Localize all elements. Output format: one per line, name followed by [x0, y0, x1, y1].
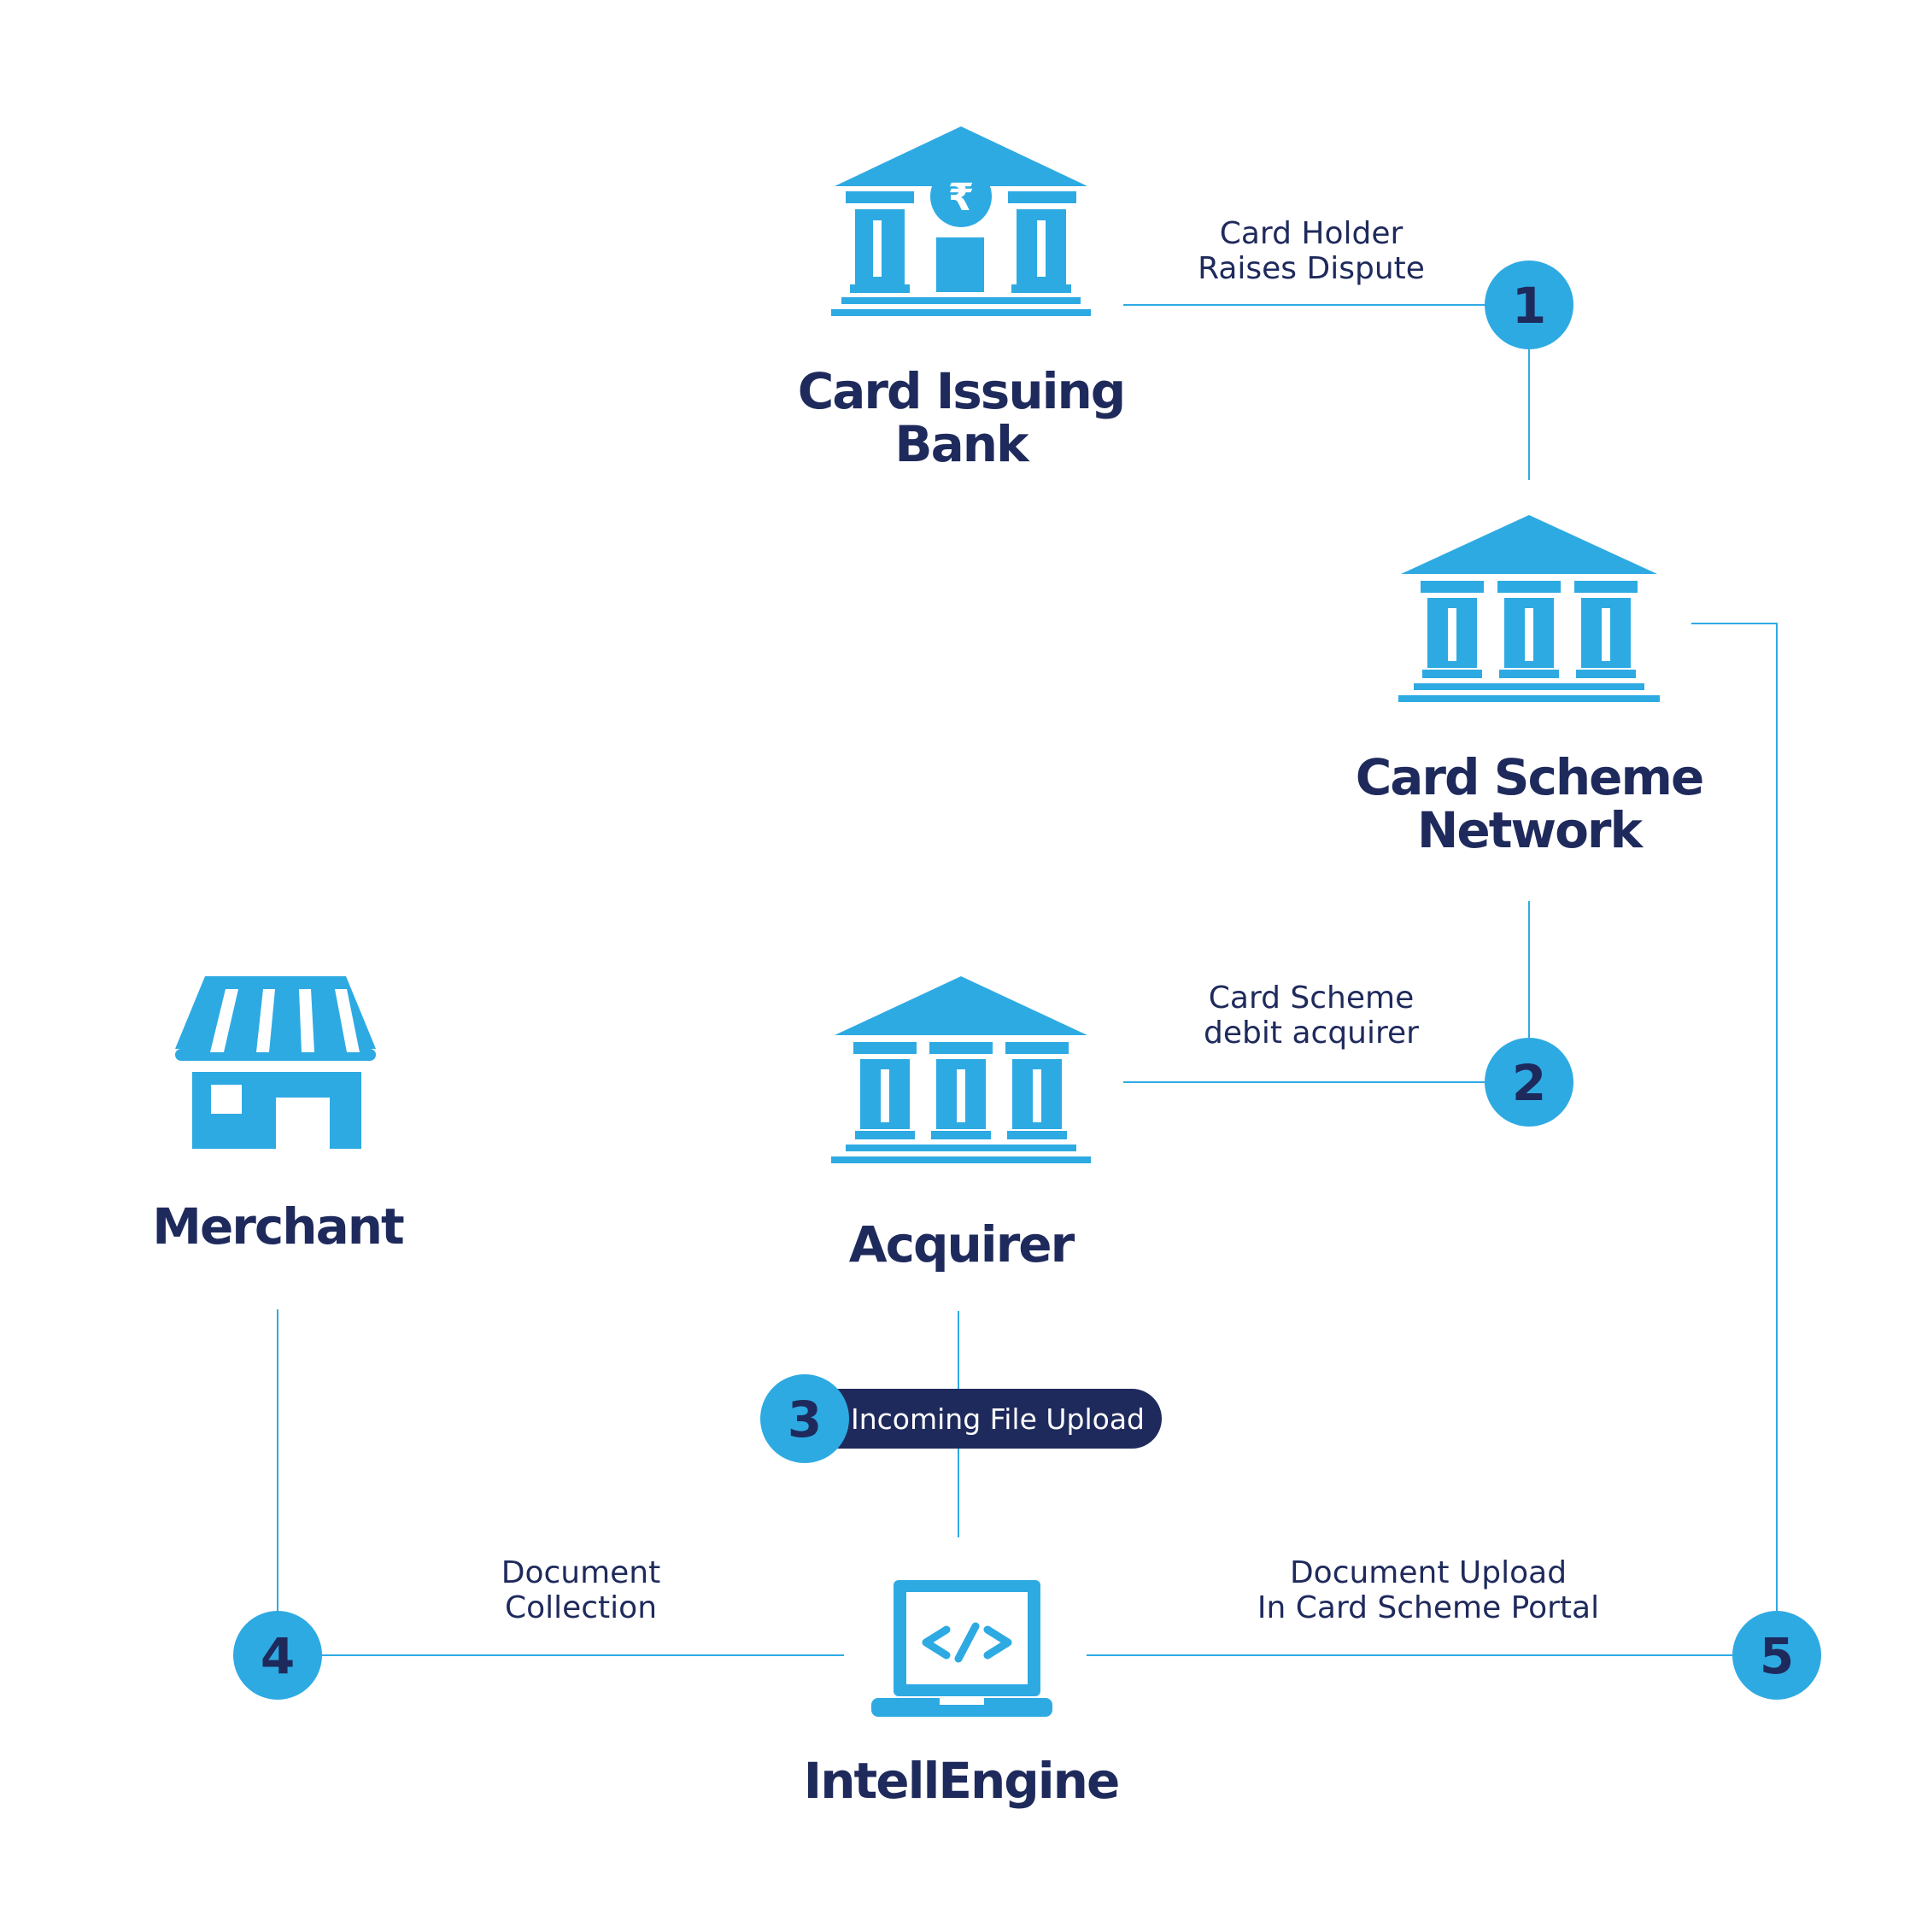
- svg-text:₹: ₹: [948, 176, 975, 220]
- step-5: Document Upload In Card Scheme Portal 5: [1257, 1555, 1821, 1700]
- step-1-label-line1: Card Holder: [1220, 216, 1403, 251]
- step-1-label-line2: Raises Dispute: [1198, 251, 1425, 286]
- step-2-label-line2: debit acquirer: [1204, 1016, 1419, 1051]
- step-3-badge: [760, 1374, 849, 1463]
- step-5-number: 5: [1760, 1627, 1794, 1685]
- bank-rupee-icon: ₹: [831, 126, 1091, 316]
- acquirer-title: Acquirer: [849, 1215, 1075, 1273]
- connectors: [277, 304, 1778, 1656]
- step-1: Card Holder Raises Dispute 1: [1198, 216, 1573, 349]
- bank-icon: [1398, 515, 1660, 702]
- step-1-badge: [1485, 261, 1573, 349]
- card-issuing-bank-node: ₹ Card Issuing Bank: [798, 126, 1126, 473]
- step-2-number: 2: [1512, 1054, 1546, 1112]
- bank-icon: [831, 976, 1091, 1163]
- card-scheme-network-node: Card Scheme Network: [1356, 515, 1704, 859]
- laptop-code-icon: [871, 1580, 1052, 1717]
- step-4-badge: [233, 1611, 322, 1700]
- step-4: Document Collection 4: [233, 1555, 660, 1700]
- step-2-badge: [1485, 1038, 1573, 1127]
- step-3-pill: [803, 1389, 1162, 1449]
- step-3: Incoming File Upload 3: [760, 1374, 1162, 1463]
- step-4-label-line1: Document: [501, 1555, 661, 1590]
- step-3-number: 3: [788, 1390, 822, 1449]
- connector-scheme-to-step5: [1691, 623, 1778, 1613]
- step-2: Card Scheme debit acquirer 2: [1204, 981, 1573, 1127]
- intellengine-node: IntellEngine: [804, 1580, 1120, 1810]
- merchant-node: Merchant: [152, 976, 406, 1256]
- card-scheme-network-title-line2: Network: [1417, 801, 1644, 859]
- step-5-badge: [1732, 1611, 1821, 1700]
- step-3-label: Incoming File Upload: [851, 1402, 1145, 1436]
- step-5-label-line1: Document Upload: [1290, 1555, 1567, 1590]
- card-issuing-bank-title-line2: Bank: [894, 415, 1030, 473]
- step-4-number: 4: [261, 1627, 295, 1685]
- merchant-title: Merchant: [152, 1197, 404, 1256]
- storefront-icon: [175, 976, 376, 1149]
- card-issuing-bank-title-line1: Card Issuing: [798, 362, 1125, 420]
- card-scheme-network-title-line1: Card Scheme: [1356, 748, 1703, 806]
- acquirer-node: Acquirer: [831, 976, 1091, 1273]
- step-5-label-line2: In Card Scheme Portal: [1257, 1590, 1599, 1625]
- intellengine-title: IntellEngine: [804, 1752, 1119, 1810]
- step-4-label-line2: Collection: [505, 1590, 657, 1625]
- step-1-number: 1: [1512, 277, 1546, 335]
- step-2-label-line1: Card Scheme: [1209, 981, 1415, 1016]
